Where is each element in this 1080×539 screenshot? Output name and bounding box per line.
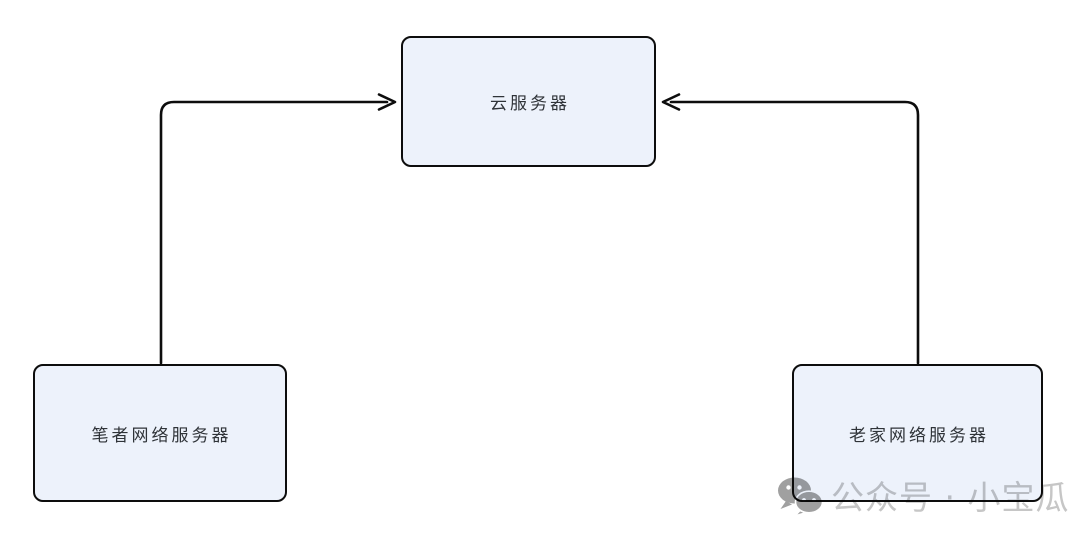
- node-hometown-network-server: 老家网络服务器: [792, 364, 1043, 502]
- node-author-network-server-label: 笔者网络服务器: [91, 425, 232, 446]
- node-cloud-server: 云服务器: [401, 36, 656, 167]
- connector-author-to-cloud: [159, 93, 397, 365]
- arrowhead-right-icon: [377, 93, 397, 111]
- node-cloud-server-label: 云服务器: [490, 94, 570, 114]
- node-hometown-network-server-label: 老家网络服务器: [849, 425, 989, 446]
- node-author-network-server: 笔者网络服务器: [33, 364, 287, 502]
- connector-hometown-to-cloud: [661, 93, 920, 365]
- arrowhead-left-icon: [661, 93, 681, 111]
